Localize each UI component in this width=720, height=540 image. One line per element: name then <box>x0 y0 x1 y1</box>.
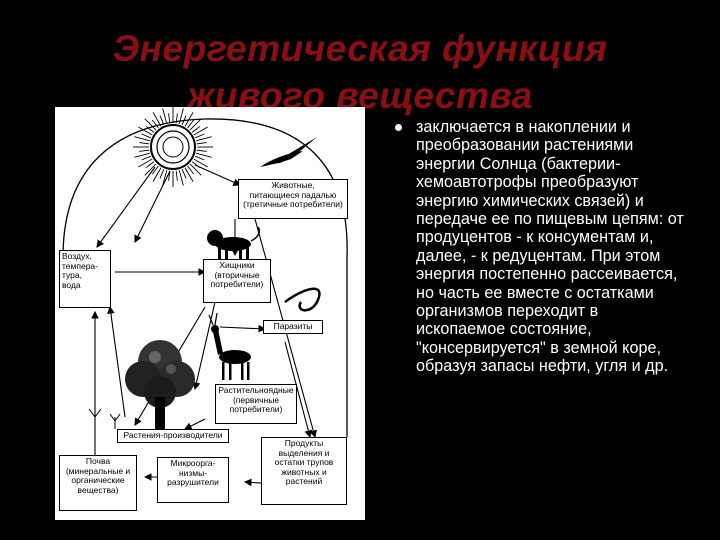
slide-title-line-1: Энергетическая функция <box>112 28 608 69</box>
ecosystem-diagram: Животные, питающиеся падалью (третичные … <box>55 107 365 520</box>
scavengers-box: Животные, питающиеся падалью (третичные … <box>238 179 348 219</box>
deer-icon <box>208 312 251 380</box>
parasites-box: Паразиты <box>263 320 323 334</box>
bird-icon <box>260 137 317 167</box>
air-box: Воздух, темпера- тура, вода <box>59 250 111 308</box>
sun-icon <box>133 107 213 187</box>
parasite-icon <box>284 287 321 312</box>
bullet-text: заключается в накоплении и преобразовани… <box>416 118 684 376</box>
bullet-marker <box>395 124 402 131</box>
lion-icon <box>207 226 261 259</box>
soil-box: Почва (минеральные и органические вещест… <box>59 455 137 511</box>
predators-box: Хищники (вторичные потребители) <box>203 259 271 303</box>
plant-icon <box>88 408 121 429</box>
herbivores-box: Растительноядные (первичные потребители) <box>215 384 297 424</box>
microorganisms-box: Микроорга- низмы- разрушители <box>157 457 229 503</box>
remains-box: Продукты выделения и остатки трупов живо… <box>261 437 347 505</box>
producers-box: Растения-производители <box>117 429 229 443</box>
tree-icon <box>125 340 195 432</box>
diagram-drawing <box>62 107 348 488</box>
